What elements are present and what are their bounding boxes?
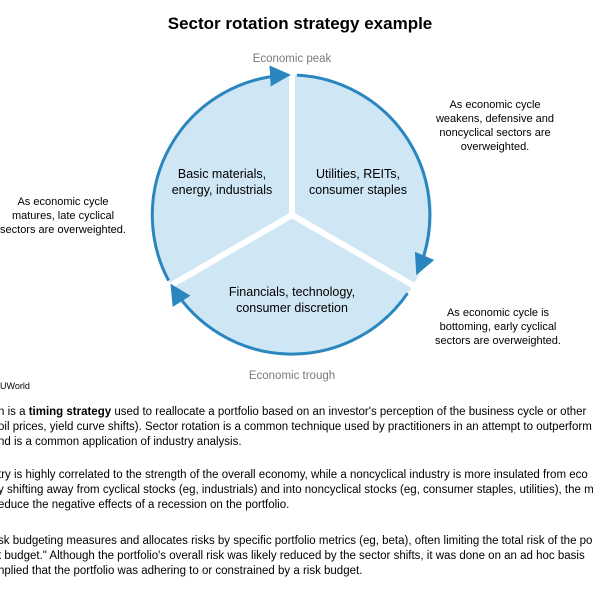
note-weakening-cycle: As economic cycle weakens, defensive and… (420, 98, 570, 154)
note-maturing-cycle: As economic cycle matures, late cyclical… (0, 195, 138, 237)
segment-top-left-line-1: Basic materials, (178, 167, 266, 181)
note-line: As economic cycle (17, 196, 109, 208)
sector-rotation-diagram: Basic materials, energy, industrials Uti… (150, 53, 435, 382)
paragraph-line: oil prices, yield curve shifts). Sector … (0, 420, 600, 435)
note-line: weakens, defensive and (435, 113, 555, 125)
text-run: nd is a common application of industry a… (0, 436, 242, 448)
paragraph-line: y shifting away from cyclical stocks (eg… (0, 483, 600, 498)
text-run: n is a (0, 406, 29, 418)
note-line: As economic cycle (449, 99, 541, 111)
explanation-paragraph: sk budgeting measures and allocates risk… (0, 534, 600, 579)
text-run: sk budgeting measures and allocates risk… (0, 535, 593, 547)
arrow-peak-to-trough (296, 73, 435, 276)
arrow-maturing-to-peak (150, 65, 291, 282)
economic-peak-label: Economic peak (253, 53, 332, 65)
text-run: educe the negative effects of a recessio… (0, 499, 290, 511)
text-run: oil prices, yield curve shifts). Sector … (0, 421, 592, 433)
segment-bottom-line-1: Financials, technology, (229, 285, 355, 299)
note-line: sectors are overweighted. (0, 224, 126, 236)
note-line: sectors are overweighted. (435, 335, 561, 347)
note-line: As economic cycle is (446, 307, 550, 319)
divider-left (166, 212, 294, 290)
economic-trough-label: Economic trough (249, 370, 335, 382)
paragraph-line: nd is a common application of industry a… (0, 435, 600, 450)
paragraph-line: n is a timing strategy used to reallocat… (0, 405, 600, 420)
segment-bottom-line-2: consumer discretion (236, 301, 348, 315)
note-line: overweighted. (460, 141, 530, 153)
segment-top-left-line-2: energy, industrials (172, 183, 273, 197)
explanation-paragraph: try is highly correlated to the strength… (0, 468, 600, 513)
segment-top-right-line-1: Utilities, REITs, (316, 167, 400, 181)
note-bottoming-cycle: As economic cycle is bottoming, early cy… (418, 306, 578, 348)
arrow-trough-to-cycle (170, 283, 409, 356)
text-run: try is highly correlated to the strength… (0, 469, 588, 481)
text-run: y shifting away from cyclical stocks (eg… (0, 484, 594, 496)
source-credit: UWorld (0, 381, 30, 391)
paragraph-line: nplied that the portfolio was adhering t… (0, 564, 600, 579)
text-run: nplied that the portfolio was adhering t… (0, 565, 363, 577)
paragraph-line: t budget." Although the portfolio's over… (0, 549, 600, 564)
note-line: bottoming, early cyclical (439, 321, 557, 333)
paragraph-line: sk budgeting measures and allocates risk… (0, 534, 600, 549)
diagram-title: Sector rotation strategy example (167, 14, 433, 33)
divider-right (290, 212, 418, 290)
note-line: matures, late cyclical (11, 210, 115, 222)
text-run: t budget." Although the portfolio's over… (0, 550, 585, 562)
segment-top-right-line-2: consumer staples (309, 183, 407, 197)
paragraph-line: educe the negative effects of a recessio… (0, 498, 600, 513)
bold-term: timing strategy (28, 406, 112, 418)
explanation-paragraph: n is a timing strategy used to reallocat… (0, 405, 600, 450)
text-run: used to reallocate a portfolio based on … (111, 406, 587, 418)
paragraph-line: try is highly correlated to the strength… (0, 468, 600, 483)
note-line: noncyclical sectors are (439, 127, 551, 139)
